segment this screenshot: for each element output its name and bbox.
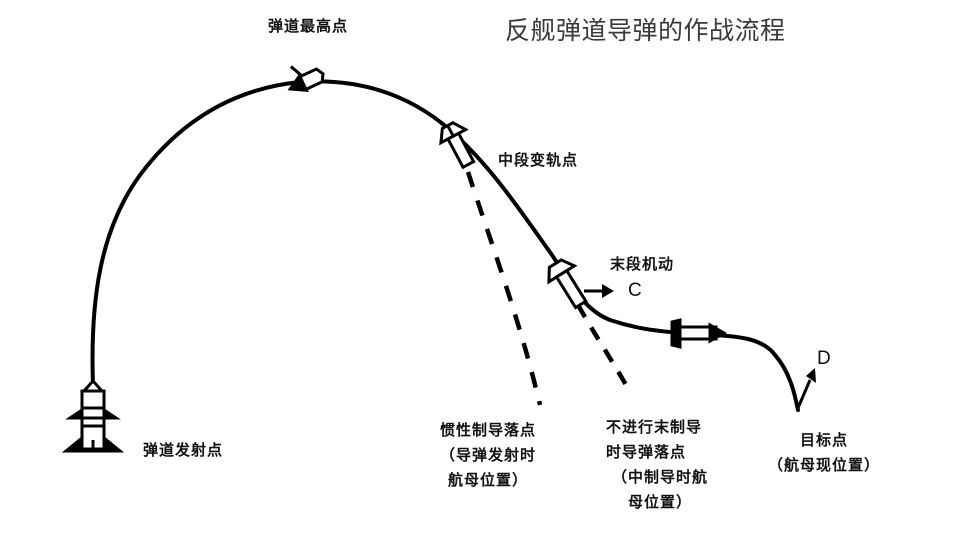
label-target-point: 目标点 （航母现位置） bbox=[768, 428, 880, 478]
missile-icon-terminal bbox=[547, 258, 588, 310]
missile-icon-horizontal bbox=[670, 318, 728, 349]
label-target-point-line-2: （航母现位置） bbox=[768, 456, 881, 474]
no-terminal-impact-dashed-line bbox=[576, 303, 632, 394]
diagram-title: 反舰弹道导弹的作战流程 bbox=[505, 16, 786, 45]
label-no-terminal-impact-line-4: 母位置） bbox=[628, 493, 693, 511]
missile-launcher-icon bbox=[61, 378, 125, 453]
label-point-c: C bbox=[628, 280, 642, 301]
label-no-terminal-impact: 不进行末制导 时导弹落点 （中制导时航 母位置） bbox=[606, 415, 708, 515]
label-no-terminal-impact-line-2: 时导弹落点 bbox=[606, 443, 687, 461]
direction-arrow-icon-c bbox=[584, 284, 614, 298]
label-inertial-impact-line-2: （导弹发射时 bbox=[440, 446, 537, 464]
direction-arrow-icon-d bbox=[796, 368, 816, 409]
label-inertial-impact-line-3: 航母位置） bbox=[448, 471, 529, 489]
label-inertial-impact-line-1: 惯性制导落点 bbox=[440, 421, 537, 439]
label-no-terminal-impact-line-3: （中制导时航 bbox=[612, 468, 709, 486]
label-terminal-maneuver: 末段机动 bbox=[610, 255, 675, 273]
inertial-impact-dashed-line bbox=[465, 171, 543, 406]
label-no-terminal-impact-line-1: 不进行末制导 bbox=[606, 418, 703, 436]
label-target-point-line-1: 目标点 bbox=[800, 431, 849, 449]
label-point-d: D bbox=[817, 348, 831, 369]
missile-icon-midcourse bbox=[439, 121, 476, 170]
label-inertial-impact: 惯性制导落点 （导弹发射时 航母位置） bbox=[440, 418, 536, 493]
label-apex: 弹道最高点 bbox=[268, 17, 349, 35]
label-launch-point: 弹道发射点 bbox=[143, 441, 224, 459]
missile-icon-apex bbox=[287, 65, 325, 92]
label-midcourse-turn: 中段变轨点 bbox=[498, 151, 579, 169]
